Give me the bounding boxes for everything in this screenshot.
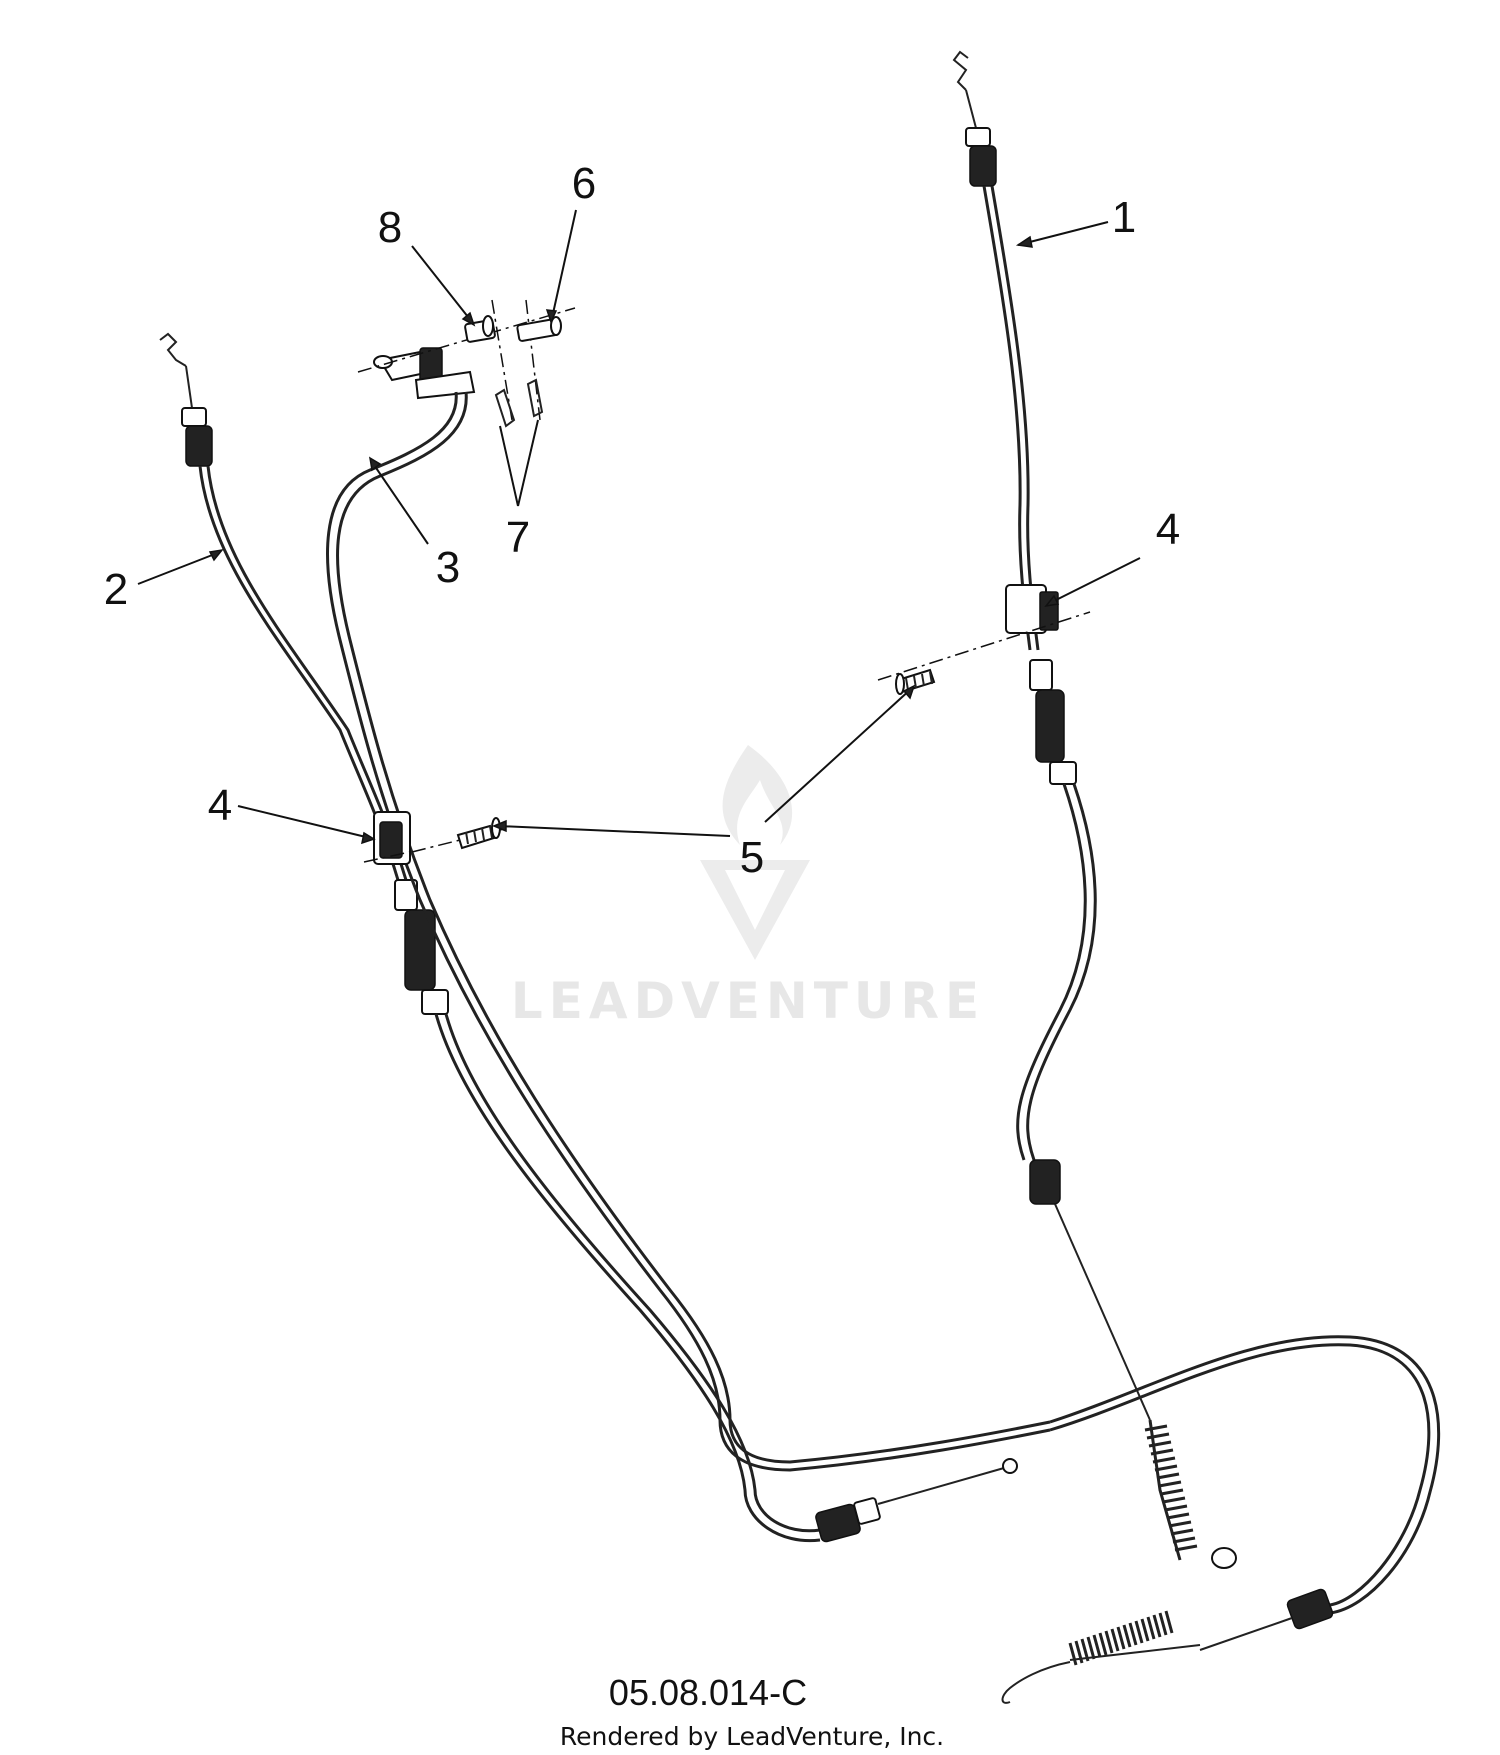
screw-5-left [456, 817, 501, 850]
spring-bottom [1001, 1610, 1201, 1704]
callout-6: 6 [572, 159, 596, 208]
callout-4-right: 4 [1156, 505, 1180, 554]
bushing-8 [464, 315, 496, 343]
render-credit: Rendered by LeadVenture, Inc. [560, 1722, 944, 1751]
leadventure-watermark: LEADVENTURE [511, 745, 985, 1030]
cable-3 [326, 347, 1441, 1704]
cotter-pins-7 [494, 378, 544, 428]
callout-8: 8 [378, 203, 402, 252]
callout-3: 3 [436, 543, 460, 592]
watermark-flame-icon [722, 745, 793, 845]
watermark-text: LEADVENTURE [511, 972, 985, 1030]
callout-1: 1 [1112, 193, 1136, 242]
callout-7: 7 [506, 513, 530, 562]
cable-2 [159, 332, 1018, 1543]
leader-lines [137, 209, 1141, 845]
spring-lower-right [1144, 1419, 1237, 1569]
diagram-code: 05.08.014-C [609, 1672, 807, 1713]
callout-4-left: 4 [208, 781, 232, 830]
watermark-v-icon [700, 860, 810, 960]
callout-2: 2 [104, 565, 128, 614]
cable-1 [952, 50, 1237, 1569]
clip-4-left [373, 811, 411, 865]
callout-labels: 1 2 3 4 4 5 6 7 8 [104, 159, 1180, 882]
screw-5-right [895, 668, 936, 695]
callout-5: 5 [740, 833, 764, 882]
pin-6 [516, 316, 562, 342]
